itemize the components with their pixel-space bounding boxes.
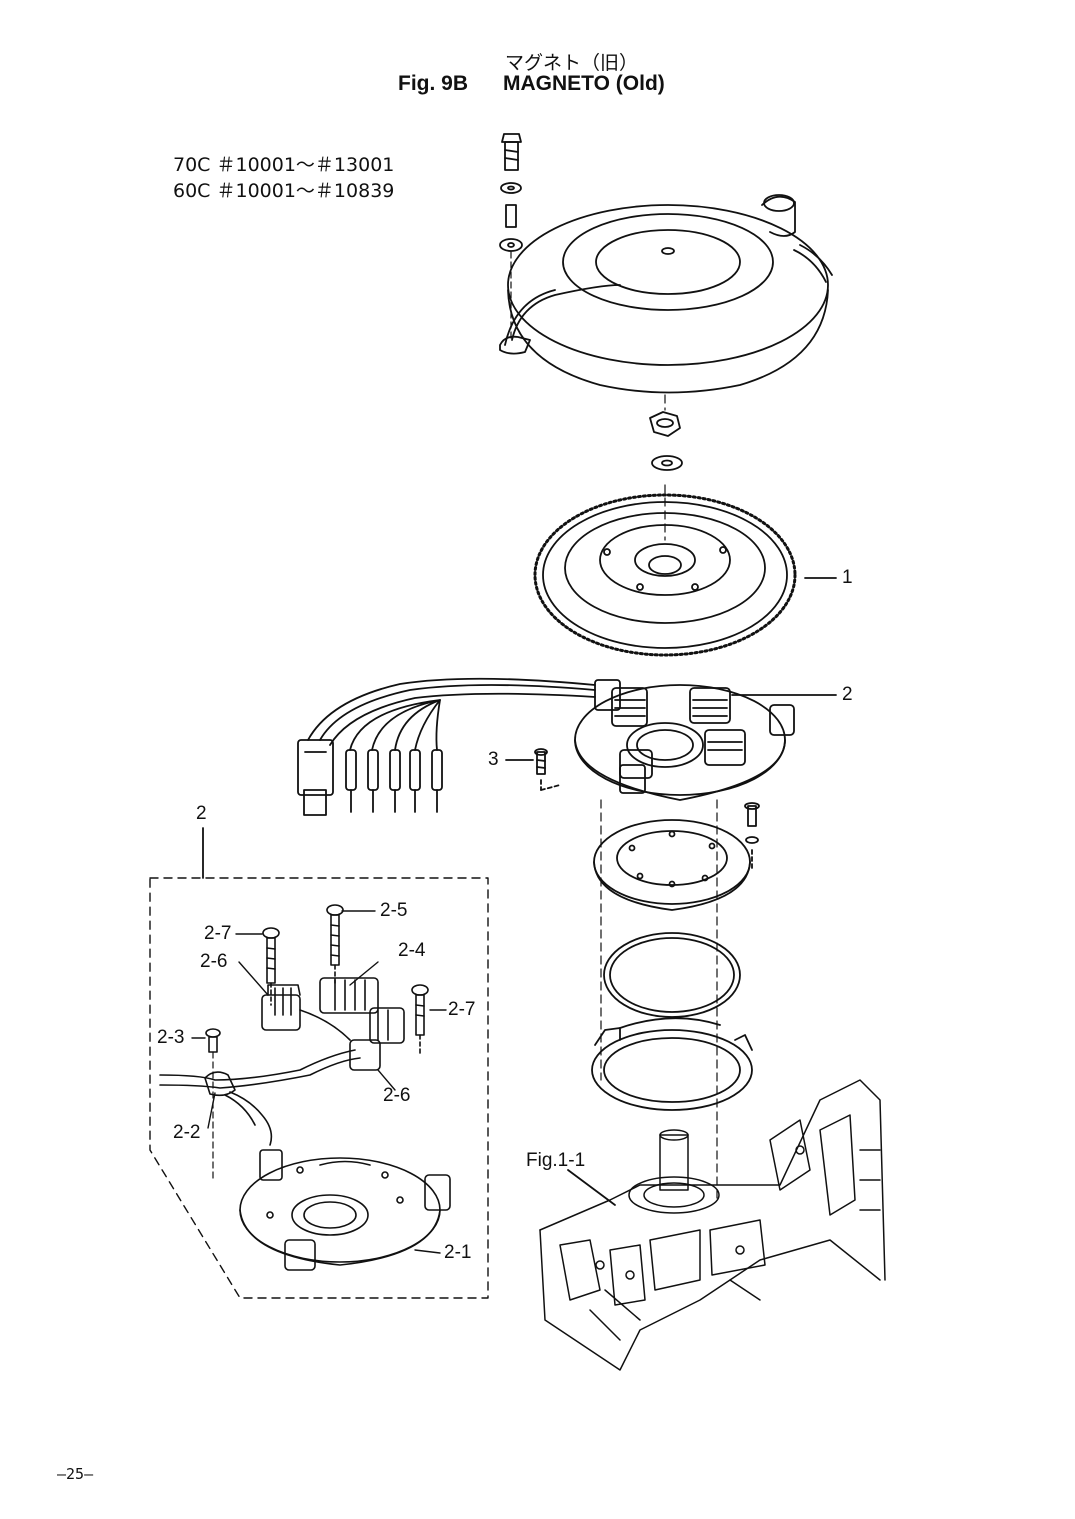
detail-components bbox=[159, 904, 451, 1271]
detail-leader-lines bbox=[191, 910, 447, 1254]
callout-1: 1 bbox=[842, 567, 853, 588]
callout-2-2: 2-2 bbox=[173, 1122, 201, 1143]
callout-2-6-top: 2-6 bbox=[200, 951, 228, 972]
callout-2: 2 bbox=[842, 684, 853, 705]
serial-range-60c: 60C ＃10001～＃10839 bbox=[173, 180, 395, 202]
alignment-lines bbox=[600, 394, 718, 1201]
callout-2-3: 2-3 bbox=[157, 1027, 185, 1048]
stator-bracket bbox=[591, 1017, 753, 1111]
callout-3: 3 bbox=[488, 749, 499, 770]
callout-fig-ref: Fig.1-1 bbox=[526, 1150, 586, 1171]
figure-number: Fig. 9B bbox=[398, 72, 469, 95]
callout-2-7-right: 2-7 bbox=[448, 999, 476, 1020]
callout-2-group: 2 bbox=[196, 803, 207, 824]
callout-2-4: 2-4 bbox=[398, 940, 426, 961]
callout-2-7-left: 2-7 bbox=[204, 923, 232, 944]
callout-2-6-bottom: 2-6 bbox=[383, 1085, 411, 1106]
page-number: –25– bbox=[57, 1465, 94, 1483]
nut-and-washer bbox=[649, 411, 683, 471]
screw-3 bbox=[534, 748, 561, 791]
small-screw bbox=[744, 802, 760, 871]
figure-title: MAGNETO (Old) bbox=[503, 72, 665, 95]
serial-range-70c: 70C ＃10001～＃13001 bbox=[173, 154, 395, 176]
callout-2-5: 2-5 bbox=[380, 900, 408, 921]
callout-2-1: 2-1 bbox=[444, 1242, 472, 1263]
detail-box bbox=[149, 827, 489, 1299]
flywheel-cover bbox=[499, 133, 833, 394]
o-ring bbox=[603, 932, 741, 1018]
leader-line-fig-ref bbox=[567, 1169, 616, 1206]
japanese-title: マグネト（旧） bbox=[505, 52, 639, 74]
crankcase bbox=[539, 1079, 886, 1371]
stator-assembly bbox=[297, 677, 795, 816]
stator-base-plate bbox=[593, 819, 751, 911]
